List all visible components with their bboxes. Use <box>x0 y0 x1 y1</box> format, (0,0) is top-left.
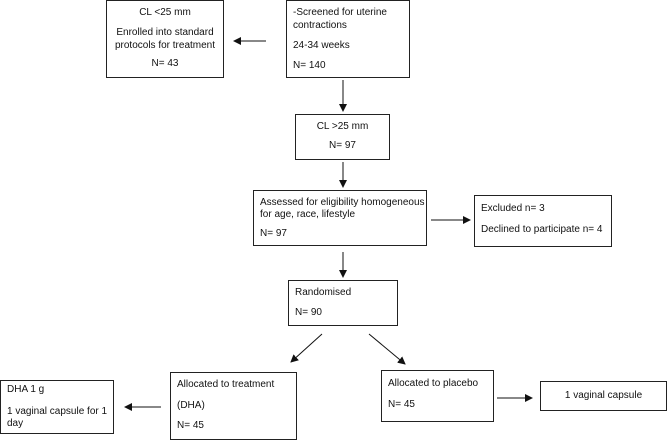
placebo-arm-box: Allocated to placebo N= 45 <box>381 370 494 422</box>
arrow-randomised-to-placebo <box>368 333 406 365</box>
dha-dose-box: DHA 1 g 1 vaginal capsule for 1 day <box>0 380 114 434</box>
randomised-title: Randomised <box>295 287 352 298</box>
excluded-count: Excluded n= 3 <box>481 203 545 214</box>
excluded-box: Excluded n= 3 Declined to participate n=… <box>474 195 612 247</box>
treatment-arm-drug: (DHA) <box>177 400 205 411</box>
placebo-dose-text: 1 vaginal capsule <box>564 390 643 401</box>
placebo-arm-count: N= 45 <box>388 399 415 410</box>
eligibility-text-1: Assessed for eligibility homogeneous <box>260 197 425 208</box>
short-cl-box: CL <25 mm Enrolled into standard protoco… <box>106 0 224 78</box>
screening-text-1: -Screened for uterine <box>293 7 387 18</box>
arrow-randomised-to-treatment <box>290 333 323 363</box>
short-cl-text-1: Enrolled into standard <box>116 27 214 38</box>
short-cl-text-2: protocols for treatment <box>114 40 216 51</box>
screening-count: N= 140 <box>293 60 326 71</box>
treatment-arm-count: N= 45 <box>177 420 204 431</box>
short-cl-count: N= 43 <box>151 58 179 69</box>
eligibility-box: Assessed for eligibility homogeneous for… <box>253 190 427 246</box>
long-cl-title: CL >25 mm <box>316 121 369 132</box>
short-cl-title: CL <25 mm <box>139 7 191 18</box>
placebo-arm-title: Allocated to placebo <box>388 378 479 389</box>
screening-period: 24-34 weeks <box>293 40 350 51</box>
dha-dose-text-2: day <box>7 418 24 429</box>
placebo-dose-box: 1 vaginal capsule <box>540 381 667 411</box>
screening-text-2: contractions <box>293 20 347 31</box>
treatment-arm-title: Allocated to treatment <box>177 379 275 390</box>
treatment-arm-box: Allocated to treatment (DHA) N= 45 <box>170 372 297 440</box>
dha-dose-text-1: 1 vaginal capsule for 1 <box>7 406 108 417</box>
eligibility-count: N= 97 <box>260 228 287 239</box>
dha-dose-title: DHA 1 g <box>7 384 45 395</box>
long-cl-count: N= 97 <box>329 140 356 151</box>
declined-count: Declined to participate n= 4 <box>481 224 603 235</box>
long-cl-box: CL >25 mm N= 97 <box>295 114 390 160</box>
screening-box: -Screened for uterine contractions 24-34… <box>286 0 410 78</box>
randomised-count: N= 90 <box>295 307 322 318</box>
eligibility-text-2: for age, race, lifestyle <box>260 209 356 220</box>
randomised-box: Randomised N= 90 <box>288 280 398 326</box>
